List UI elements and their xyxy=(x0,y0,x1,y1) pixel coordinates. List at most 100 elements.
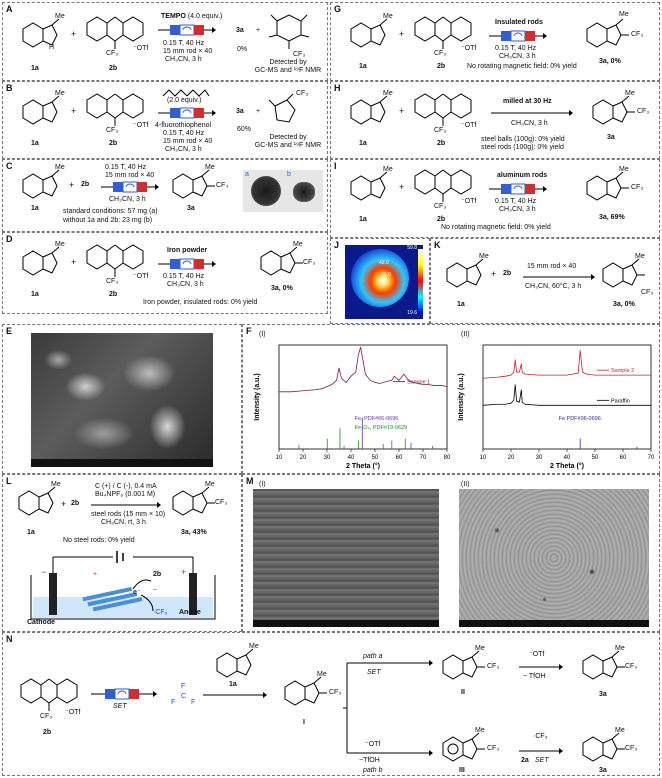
h-note1: steel balls (100g): 0% yield xyxy=(481,136,565,143)
indole-structure xyxy=(446,258,484,288)
salt-otf-label: ⁻OTf xyxy=(461,45,477,52)
n-prod-a-label: 3a xyxy=(599,691,607,698)
thermal-label-1: 42.0 xyxy=(379,260,389,266)
tempo-cf3-adduct-structure xyxy=(268,14,310,49)
k-cond2: CH₃CN, 60°C, 3 h xyxy=(525,283,582,290)
cell-plus-rod: + xyxy=(93,571,98,578)
n-salt-otf: ⁻OTf xyxy=(65,709,81,716)
i-product: 3a, 69% xyxy=(599,214,625,221)
indole-me-label: Me xyxy=(55,13,65,20)
n-indole-label: 1a xyxy=(229,681,237,688)
salt-compound-label: 2b xyxy=(109,140,118,147)
salt-cf3-label: CF₃ xyxy=(434,50,447,57)
plus-sign: + xyxy=(399,29,405,39)
panel-b-label: B xyxy=(6,83,13,93)
d-reagent: Iron powder xyxy=(167,247,208,254)
b-cond3: CH₃CN, 3 h xyxy=(165,146,202,153)
i-cond2: CH₃CN, 3 h xyxy=(499,206,536,213)
panel-b: B Me 1a + CF₃ ⁻OTf 2b (2.0 equiv.) 4- xyxy=(2,81,328,159)
x-tick-label: 30 xyxy=(324,455,331,461)
h-cond1: CH₃CN, 3 h xyxy=(511,120,548,127)
thf-cf3: CF₃ xyxy=(296,90,309,97)
n-indole-me: Me xyxy=(249,643,259,650)
indole-structure xyxy=(350,171,388,201)
cell-electron: e⁻ xyxy=(133,589,141,596)
m-sub2: (II) xyxy=(461,481,470,488)
indole-compound-label: 1a xyxy=(359,63,367,70)
indole-me-label: Me xyxy=(383,90,393,97)
indole-structure xyxy=(22,246,60,276)
x-tick-label: 80 xyxy=(444,455,451,461)
product-me-label: Me xyxy=(205,164,215,171)
f-sub2: (II) xyxy=(461,331,470,338)
l-cond1: C (+) / C (-), 0.4 mA xyxy=(95,483,157,490)
x-tick-label: 70 xyxy=(420,455,427,461)
c-cond2: 15 mm rod × 40 xyxy=(105,172,155,179)
indole-nh-label: H xyxy=(49,44,55,51)
indole-me-label: Me xyxy=(55,164,65,171)
panel-e-label: E xyxy=(6,326,13,336)
reaction-arrow xyxy=(523,274,595,280)
panel-m-label: M xyxy=(246,476,254,486)
product-3a-structure xyxy=(582,732,625,762)
indole-compound-label: 1a xyxy=(31,140,39,147)
reaction-arrow xyxy=(491,110,573,116)
a-note2: GC-MS and ¹⁹F NMR xyxy=(254,67,322,74)
b-note2: GC-MS and ¹⁹F NMR xyxy=(254,142,322,149)
sem-image-m1 xyxy=(253,489,439,627)
indole-compound-label: 1a xyxy=(27,529,35,536)
int3-label: III xyxy=(459,767,465,774)
indole-structure xyxy=(22,18,60,48)
product-cf3-label: CF₃ xyxy=(303,259,316,266)
indole-structure xyxy=(22,95,60,125)
n-set-label: SET xyxy=(113,703,127,710)
indole-me-label: Me xyxy=(55,241,65,248)
set-b-label: SET xyxy=(535,757,549,764)
plus-sign: + xyxy=(71,257,77,267)
b-reagent: 4-fluorothiophenol xyxy=(155,122,212,129)
product-me-label: Me xyxy=(625,90,635,97)
indole-structure xyxy=(350,95,388,125)
sulfonium-salt-structure xyxy=(20,678,78,711)
h-note2: steel rods (100g): 0% yield xyxy=(481,144,564,151)
cell-cf3-radical: ·CF₃ xyxy=(153,609,168,616)
a-product-label: 3a xyxy=(236,27,244,34)
x-tick-label: 40 xyxy=(348,455,355,461)
sulfonium-salt-structure xyxy=(414,16,472,49)
n-prod-b-me: Me xyxy=(615,727,625,734)
salt-compound-label: 2b xyxy=(437,63,446,70)
product-powder-photo: a b xyxy=(243,170,323,212)
int3-me: Me xyxy=(475,727,485,734)
indole-compound-label: 1a xyxy=(31,205,39,212)
thermal-scale-top: 59.8 xyxy=(407,245,417,251)
product-cf3-label: CF₃ xyxy=(215,499,228,506)
n-prod-a-me: Me xyxy=(615,645,625,652)
int3-cf3: CF₃ xyxy=(487,745,500,752)
cell-minus-rod: − xyxy=(153,587,158,594)
tfoh-a-label: − TfOH xyxy=(523,673,546,680)
h-product-label: 3a xyxy=(607,134,615,141)
plus-sign: + xyxy=(399,106,405,116)
n-salt-cf3: CF₃ xyxy=(40,713,53,720)
series-line xyxy=(482,350,651,379)
d-note: Iron powder, insulated rods: 0% yield xyxy=(143,299,258,306)
panel-k: K Me 1a + 2b 15 mm rod × 40 CH₃CN, 60°C,… xyxy=(430,238,660,324)
path-a-label: path a xyxy=(363,653,383,660)
g-reagent: Insulated rods xyxy=(495,19,543,26)
product-3a-structure xyxy=(592,95,635,125)
int1-me: Me xyxy=(317,671,327,678)
cell-salt-label: 2b xyxy=(153,571,162,578)
series-line xyxy=(279,346,448,393)
x-axis-label: 2 Theta (°) xyxy=(550,462,584,470)
panel-c-label: C xyxy=(6,161,13,171)
product-3a-structure xyxy=(172,486,215,516)
tempo-name: TEMPO xyxy=(161,13,186,20)
salt-compound-label: 2b xyxy=(437,216,446,223)
anion-intermediate-iii-structure xyxy=(442,732,485,762)
product-3a-structure xyxy=(172,169,215,199)
electrolysis-cell-diagram xyxy=(30,551,216,620)
product-3a-structure xyxy=(260,246,303,276)
